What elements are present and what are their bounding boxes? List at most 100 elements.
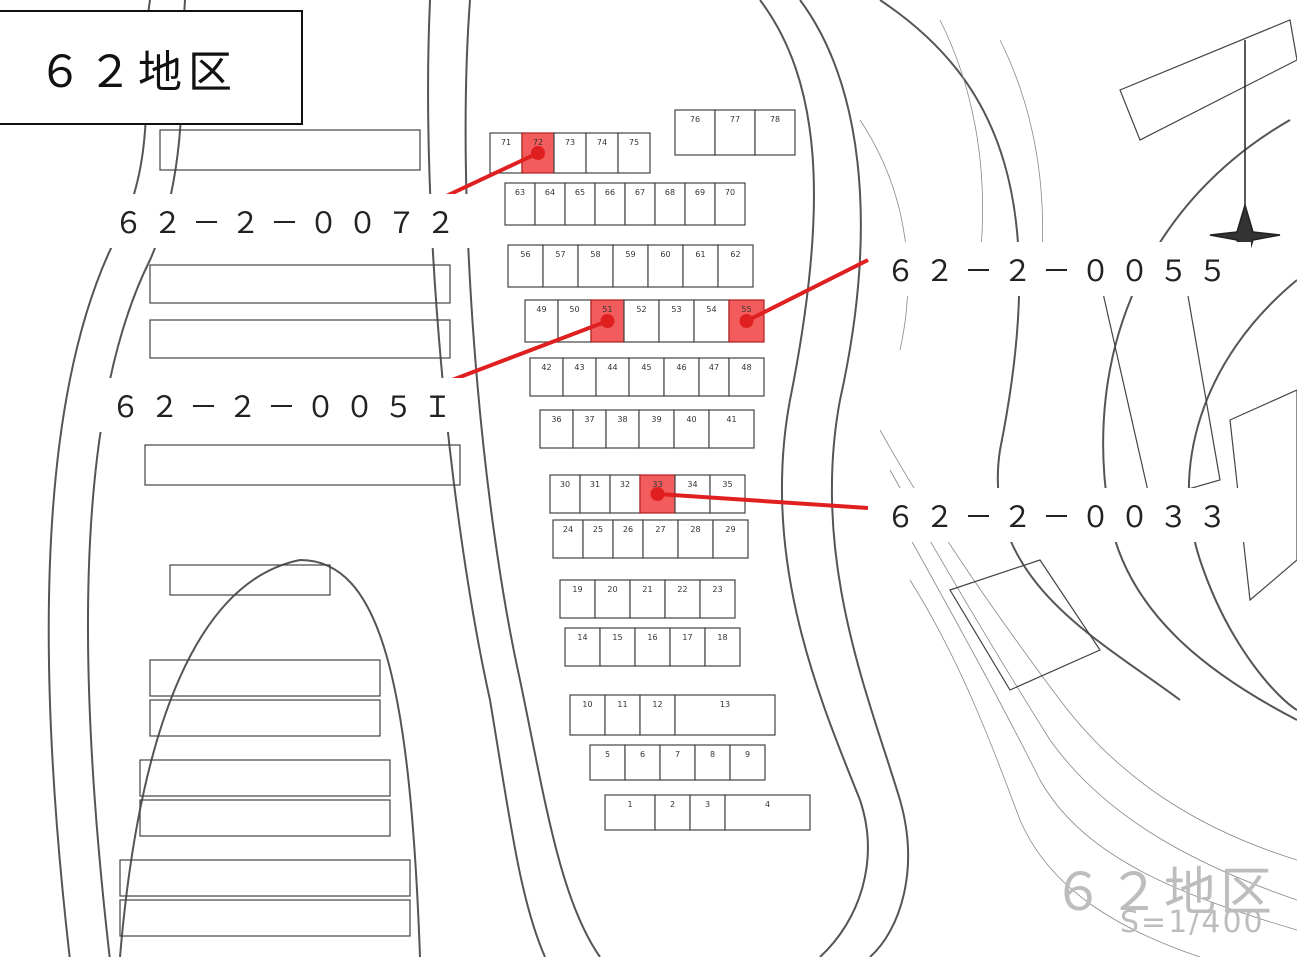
lot-36	[539, 409, 574, 449]
lot-number-68: 68	[665, 188, 675, 197]
lot-28	[677, 519, 714, 559]
lot-number-40: 40	[686, 415, 696, 424]
lot-number-16: 16	[647, 633, 657, 642]
callout-lot-33: ６２－２－００３３	[870, 488, 1252, 542]
district-watermark: ６２地区	[1052, 863, 1277, 923]
lot-number-30: 30	[560, 480, 570, 489]
callout-lot-55: ６２－２－００５５	[870, 242, 1252, 296]
lot-16	[634, 627, 671, 667]
lot-7	[659, 744, 696, 781]
lot-number-53: 53	[671, 305, 681, 314]
lot-number-66: 66	[605, 188, 615, 197]
lot-number-33: 33	[652, 480, 662, 489]
lot-44	[595, 357, 630, 397]
lot-number-3: 3	[705, 800, 710, 809]
lot-number-31: 31	[590, 480, 600, 489]
leader-line-55	[745, 258, 869, 323]
lot-57	[542, 244, 579, 288]
page-title: ６２地区	[0, 10, 303, 125]
lot-18	[704, 627, 741, 667]
lot-61	[682, 244, 719, 288]
leader-line-33	[657, 492, 869, 510]
lot-number-41: 41	[726, 415, 736, 424]
lot-number-46: 46	[676, 363, 686, 372]
lot-60	[647, 244, 684, 288]
lot-number-6: 6	[640, 750, 645, 759]
lot-number-34: 34	[687, 480, 697, 489]
lot-number-76: 76	[690, 115, 700, 124]
lot-73	[553, 132, 587, 174]
lot-52	[623, 299, 660, 343]
lot-25	[582, 519, 614, 559]
lot-43	[562, 357, 597, 397]
lot-number-67: 67	[635, 188, 645, 197]
lot-number-24: 24	[563, 525, 573, 534]
lot-number-36: 36	[551, 415, 561, 424]
lot-number-69: 69	[695, 188, 705, 197]
lot-number-72: 72	[533, 138, 543, 147]
lot-number-29: 29	[725, 525, 735, 534]
lot-number-50: 50	[569, 305, 579, 314]
lot-47	[698, 357, 730, 397]
leader-dot-51	[600, 314, 615, 328]
lot-number-1: 1	[627, 800, 632, 809]
lot-number-73: 73	[565, 138, 575, 147]
lot-number-28: 28	[690, 525, 700, 534]
lot-number-20: 20	[607, 585, 617, 594]
lot-5	[589, 744, 626, 781]
scale-label: S=1/400	[1120, 905, 1265, 940]
lot-number-11: 11	[617, 700, 627, 709]
lot-number-71: 71	[501, 138, 511, 147]
lot-70	[714, 182, 746, 226]
lot-number-52: 52	[636, 305, 646, 314]
lot-number-42: 42	[541, 363, 551, 372]
lot-9	[729, 744, 766, 781]
lot-74	[585, 132, 619, 174]
lot-22	[664, 579, 701, 619]
lot-number-64: 64	[545, 188, 555, 197]
lot-63	[504, 182, 536, 226]
lot-number-5: 5	[605, 750, 610, 759]
lot-68	[654, 182, 686, 226]
lot-4	[724, 794, 811, 831]
lot-66	[594, 182, 626, 226]
lot-15	[599, 627, 636, 667]
lot-78	[754, 109, 796, 156]
lot-number-55: 55	[741, 305, 751, 314]
lot-number-7: 7	[675, 750, 680, 759]
lot-29	[712, 519, 749, 559]
left-lot-rows	[119, 129, 461, 937]
lot-10	[569, 694, 606, 736]
lot-39	[638, 409, 675, 449]
lot-59	[612, 244, 649, 288]
lot-30	[549, 474, 581, 514]
lot-number-61: 61	[695, 250, 705, 259]
lot-23	[699, 579, 736, 619]
leader-dot-55	[739, 314, 754, 328]
lot-number-49: 49	[536, 305, 546, 314]
lot-number-62: 62	[730, 250, 740, 259]
lot-number-58: 58	[590, 250, 600, 259]
lot-number-27: 27	[655, 525, 665, 534]
callout-lot-72: ６２－２－００７２	[98, 194, 480, 248]
lot-number-35: 35	[722, 480, 732, 489]
lot-number-15: 15	[612, 633, 622, 642]
lot-number-39: 39	[651, 415, 661, 424]
lot-13	[674, 694, 776, 736]
lot-45	[628, 357, 665, 397]
lot-number-57: 57	[555, 250, 565, 259]
lot-number-74: 74	[597, 138, 607, 147]
lot-number-70: 70	[725, 188, 735, 197]
road-lines	[47, 0, 1297, 957]
lot-75	[617, 132, 651, 174]
lot-number-37: 37	[584, 415, 594, 424]
lot-number-19: 19	[572, 585, 582, 594]
lot-2	[654, 794, 691, 831]
lot-67	[624, 182, 656, 226]
lot-56	[507, 244, 544, 288]
lot-number-2: 2	[670, 800, 675, 809]
lot-49	[524, 299, 559, 343]
lot-number-38: 38	[617, 415, 627, 424]
lot-41	[708, 409, 755, 449]
